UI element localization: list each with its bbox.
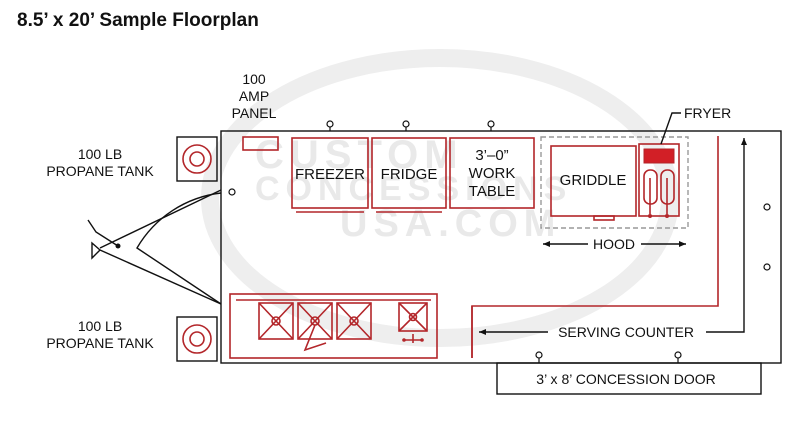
work-table-label-3: TABLE <box>469 183 515 200</box>
vent-markers <box>228 120 771 363</box>
hood-label: HOOD <box>593 236 635 252</box>
amp-label-2: AMP <box>239 88 269 104</box>
hood-dimension: HOOD <box>543 236 686 252</box>
propane-bottom-label-1: 100 LB <box>78 318 122 334</box>
watermark: CUSTOM CONCESSIONS USA.COM <box>201 49 679 347</box>
trailer-tongue <box>87 189 222 305</box>
serving-dim-right <box>706 138 745 333</box>
propane-bottom-label-2: PROPANE TANK <box>46 335 154 351</box>
propane-tank-bottom <box>176 316 218 362</box>
propane-top-label-2: PROPANE TANK <box>46 163 154 179</box>
fryer-leader <box>660 112 681 145</box>
work-table-label-1: 3’–0” <box>475 147 508 164</box>
fryer <box>638 143 680 218</box>
propane-tank-top <box>176 136 218 182</box>
freezer-label: FREEZER <box>295 166 365 183</box>
page-title: 8.5’ x 20’ Sample Floorplan <box>17 10 259 31</box>
concession-door <box>496 362 762 395</box>
propane-top-label-1: 100 LB <box>78 146 122 162</box>
serving-counter-label: SERVING COUNTER <box>558 324 694 340</box>
sink-counter <box>229 293 438 359</box>
watermark-line-3: USA.COM <box>340 203 561 245</box>
fridge: FRIDGE <box>371 137 447 213</box>
concession-door-label: 3’ x 8’ CONCESSION DOOR <box>536 371 715 387</box>
work-table-label-2: WORK <box>469 165 516 182</box>
work-table: 3’–0” WORK TABLE <box>449 137 535 209</box>
hood-outline <box>540 136 689 229</box>
fryer-label: FRYER <box>684 105 731 121</box>
watermark-line-1: CUSTOM <box>255 133 464 177</box>
griddle-label: GRIDDLE <box>560 172 627 189</box>
watermark-line-2: CONCESSIONS <box>255 170 572 208</box>
griddle: GRIDDLE <box>550 145 637 221</box>
door-swing <box>136 192 222 305</box>
amp-panel <box>242 136 279 151</box>
freezer: FREEZER <box>291 137 369 213</box>
amp-label-3: PANEL <box>232 105 277 121</box>
amp-label-1: 100 <box>242 71 266 87</box>
fridge-label: FRIDGE <box>381 166 438 183</box>
